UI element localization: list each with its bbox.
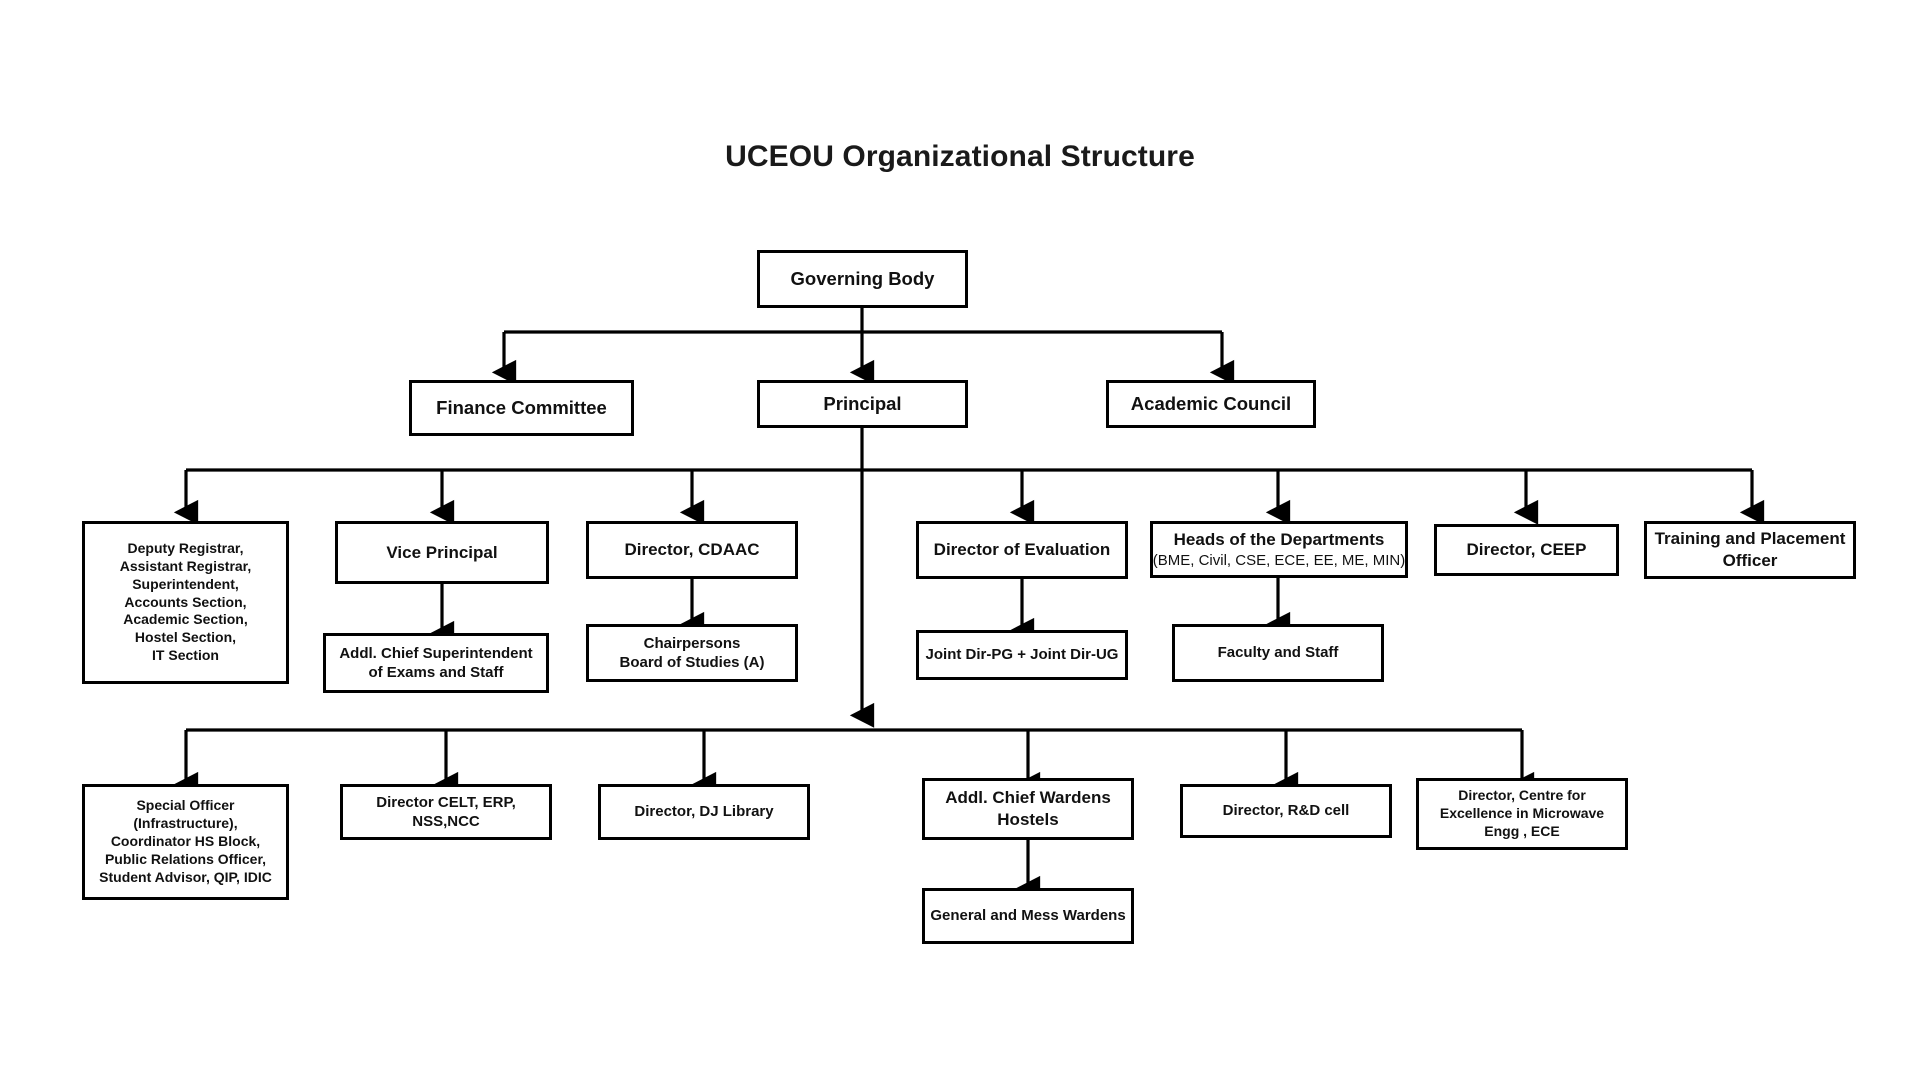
node-label-line-7: IT Section xyxy=(152,647,219,664)
node-label: Director, DJ Library xyxy=(634,803,774,821)
node-label-line-2: Officer xyxy=(1722,551,1778,570)
node-director-of-evaluation[interactable]: Director of Evaluation xyxy=(916,521,1128,579)
node-label-line-1: Director CELT, ERP, xyxy=(376,793,516,811)
node-director-microwave-coe[interactable]: Director, Centre for Excellence in Micro… xyxy=(1416,778,1628,850)
node-label-line-1: Director, Centre for xyxy=(1458,787,1586,804)
node-label-line-2: Board of Studies (A) xyxy=(619,654,765,671)
node-label-line-3: Engg , ECE xyxy=(1484,822,1560,839)
node-label-line-2: NSS,NCC xyxy=(412,813,480,830)
node-sublabel: (BME, Civil, CSE, ECE, EE, ME, MIN) xyxy=(1152,551,1406,569)
node-training-placement-officer[interactable]: Training and Placement Officer xyxy=(1644,521,1856,579)
node-heads-of-departments[interactable]: Heads of the Departments (BME, Civil, CS… xyxy=(1150,521,1408,578)
node-label: Principal xyxy=(823,393,902,415)
page-title: UCEOU Organizational Structure xyxy=(725,140,1195,173)
node-label-line-3: Coordinator HS Block, xyxy=(110,833,261,850)
node-label-line-5: Academic Section, xyxy=(123,611,248,628)
node-label-line-2: of Exams and Staff xyxy=(368,664,504,681)
node-label: Director, CEEP xyxy=(1466,540,1587,560)
node-label-line-1: Addl. Chief Wardens xyxy=(945,788,1111,808)
node-label: Heads of the Departments xyxy=(1173,530,1385,550)
node-label-line-2: Assistant Registrar, xyxy=(119,557,252,574)
node-director-celt[interactable]: Director CELT, ERP, NSS,NCC xyxy=(340,784,552,840)
node-label: Director, CDAAC xyxy=(624,540,760,560)
node-general-mess-wardens[interactable]: General and Mess Wardens xyxy=(922,888,1134,944)
node-label-line-2: Hostels xyxy=(997,810,1059,829)
node-principal[interactable]: Principal xyxy=(757,380,968,428)
node-label-line-2: (Infrastructure), xyxy=(133,815,238,832)
node-special-officer-block[interactable]: Special Officer (Infrastructure), Coordi… xyxy=(82,784,289,900)
node-label-line-5: Student Advisor, QIP, IDIC xyxy=(99,868,272,885)
node-label-line-1: Chairpersons xyxy=(643,634,741,652)
node-addl-chief-wardens[interactable]: Addl. Chief Wardens Hostels xyxy=(922,778,1134,840)
node-label: Director, R&D cell xyxy=(1222,802,1350,820)
node-addl-chief-superintendent[interactable]: Addl. Chief Superintendent of Exams and … xyxy=(323,633,549,693)
node-label: Joint Dir-PG + Joint Dir-UG xyxy=(925,646,1119,664)
node-registrar-sections[interactable]: Deputy Registrar, Assistant Registrar, S… xyxy=(82,521,289,684)
node-academic-council[interactable]: Academic Council xyxy=(1106,380,1316,428)
node-label: Faculty and Staff xyxy=(1217,644,1339,662)
node-label: Finance Committee xyxy=(436,397,607,419)
node-label-line-2: Excellence in Microwave xyxy=(1439,805,1605,822)
node-director-cdaac[interactable]: Director, CDAAC xyxy=(586,521,798,579)
node-label-line-1: Special Officer xyxy=(136,797,235,814)
node-label: Vice Principal xyxy=(386,542,498,562)
node-label-line-1: Addl. Chief Superintendent xyxy=(339,644,533,662)
node-label: Director of Evaluation xyxy=(933,540,1111,560)
node-faculty-and-staff[interactable]: Faculty and Staff xyxy=(1172,624,1384,682)
node-label-line-4: Public Relations Officer, xyxy=(104,850,267,867)
node-vice-principal[interactable]: Vice Principal xyxy=(335,521,549,584)
node-label-line-1: Deputy Registrar, xyxy=(127,539,244,556)
node-joint-directors[interactable]: Joint Dir-PG + Joint Dir-UG xyxy=(916,630,1128,680)
node-label-line-1: Training and Placement xyxy=(1654,529,1846,549)
node-finance-committee[interactable]: Finance Committee xyxy=(409,380,634,436)
node-label-line-6: Hostel Section, xyxy=(134,629,237,646)
node-label: Governing Body xyxy=(790,268,935,290)
node-label-line-3: Superintendent, xyxy=(132,575,239,592)
node-director-ceep[interactable]: Director, CEEP xyxy=(1434,524,1619,576)
node-director-rnd-cell[interactable]: Director, R&D cell xyxy=(1180,784,1392,838)
node-director-dj-library[interactable]: Director, DJ Library xyxy=(598,784,810,840)
node-label: General and Mess Wardens xyxy=(930,907,1126,925)
node-governing-body[interactable]: Governing Body xyxy=(757,250,968,308)
node-label: Academic Council xyxy=(1130,393,1292,415)
node-chairpersons-board-of-studies[interactable]: Chairpersons Board of Studies (A) xyxy=(586,624,798,682)
node-label-line-4: Accounts Section, xyxy=(124,593,247,610)
